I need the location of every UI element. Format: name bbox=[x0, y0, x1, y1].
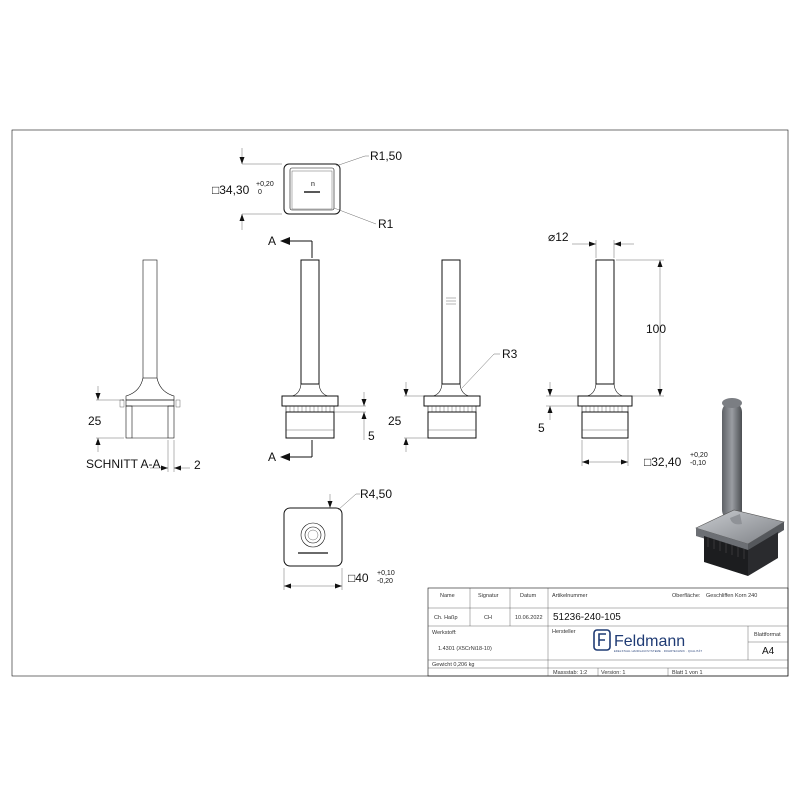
tb-scale: Massstab: 1:2 bbox=[553, 670, 587, 676]
outer-radius-dim: R1,50 bbox=[370, 149, 402, 163]
tb-version: Version: 1 bbox=[601, 670, 625, 676]
product-render bbox=[695, 398, 785, 576]
side-view: R3 25 bbox=[388, 259, 518, 452]
section-view: 25 2 SCHNITT A-A bbox=[86, 259, 201, 472]
tb-signature: CH bbox=[484, 615, 492, 621]
right-offset-dim: 5 bbox=[538, 421, 545, 435]
plate-tol-lower: -0,10 bbox=[690, 460, 706, 467]
tb-sheet-format: A4 bbox=[762, 646, 775, 657]
feldmann-logo: Feldmann EDELSTAHL HANDLAUFSYSTEME · ROH… bbox=[593, 629, 702, 653]
base-tol-lower: -0,20 bbox=[377, 578, 393, 585]
tb-author: Ch. Haßp bbox=[434, 615, 458, 621]
brand-tagline: EDELSTAHL HANDLAUFSYSTEME · ROHRTECHNIK … bbox=[614, 649, 702, 653]
plate-square-dim: □32,40 bbox=[644, 455, 682, 469]
drawing-frame bbox=[11, 129, 789, 677]
tb-sheet: Blatt 1 von 1 bbox=[672, 670, 703, 676]
inner-radius-dim: R1 bbox=[378, 217, 394, 231]
tube-tol-upper: +0,20 bbox=[256, 181, 274, 188]
tube-tol-lower: 0 bbox=[258, 189, 262, 196]
section-label-bottom: A bbox=[268, 450, 276, 464]
plate-tol-upper: +0,20 bbox=[690, 452, 708, 459]
section-height-dim: 25 bbox=[88, 414, 102, 428]
base-tol-upper: +0,10 bbox=[377, 570, 395, 577]
right-view: ⌀12 100 5 □32,40 +0,20 -0,10 bbox=[538, 230, 708, 469]
svg-text:n: n bbox=[311, 181, 315, 188]
front-offset-dim: 5 bbox=[368, 429, 375, 443]
section-title: SCHNITT A-A bbox=[86, 457, 160, 471]
front-view: A A 5 bbox=[268, 234, 375, 464]
tb-hdr-article: Artikelnummer bbox=[552, 593, 588, 599]
tb-material-label: Werkstoff: bbox=[432, 630, 457, 636]
tb-hdr-name: Name bbox=[440, 593, 455, 599]
side-height-dim: 25 bbox=[388, 414, 402, 428]
tb-hdr-date: Datum bbox=[520, 593, 537, 599]
wall-thickness-dim: 2 bbox=[194, 458, 201, 472]
top-view: n □34,30 +0,20 0 R1,50 R1 bbox=[212, 148, 402, 231]
tb-hdr-surface: Oberfläche: bbox=[672, 593, 701, 599]
tb-date: 10.06.2022 bbox=[515, 615, 543, 621]
tb-article-number: 51236-240-105 bbox=[553, 612, 621, 623]
pin-diameter-dim: ⌀12 bbox=[548, 230, 569, 244]
brand-name: Feldmann bbox=[614, 633, 685, 650]
pin-length-dim: 100 bbox=[646, 322, 666, 336]
side-radius-dim: R3 bbox=[502, 347, 518, 361]
section-label-top: A bbox=[268, 234, 276, 248]
tube-square-dim: □34,30 bbox=[212, 183, 250, 197]
tb-sheet-format-label: Blattformat bbox=[754, 632, 781, 638]
tb-surface-value: Geschliffen Korn 240 bbox=[706, 593, 757, 599]
bottom-view: R4,50 □40 +0,10 -0,20 bbox=[283, 487, 395, 590]
tb-hdr-signature: Signatur bbox=[478, 593, 499, 599]
tb-manufacturer-label: Hersteller bbox=[552, 629, 576, 635]
tb-material: 1.4301 (X5CrNi18-10) bbox=[438, 646, 492, 652]
title-block: Name Signatur Datum Artikelnummer Oberfl… bbox=[427, 587, 789, 677]
corner-radius-dim: R4,50 bbox=[360, 487, 392, 501]
tb-weight: Gewicht 0,206 kg bbox=[432, 662, 475, 668]
base-square-dim: □40 bbox=[348, 571, 369, 585]
